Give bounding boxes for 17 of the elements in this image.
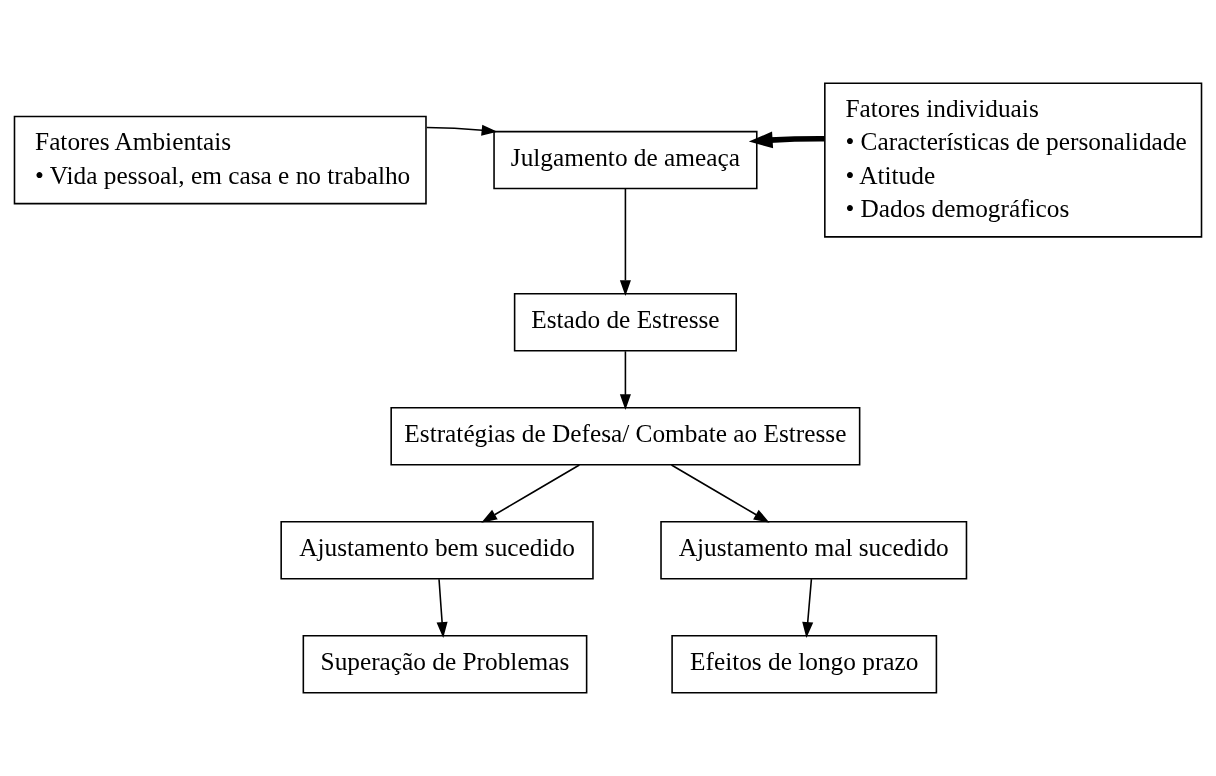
node-box: Estratégias de Defesa/ Combate ao Estresse bbox=[390, 407, 861, 466]
node-box: Ajustamento bem sucedido bbox=[280, 520, 594, 580]
arrow bbox=[436, 578, 448, 638]
node-box: Julgamento de ameaça bbox=[493, 130, 758, 190]
arrow bbox=[670, 464, 770, 523]
arrow bbox=[802, 578, 814, 638]
arrow bbox=[426, 124, 498, 136]
node-box: Superação de Problemas bbox=[302, 634, 588, 694]
arrow bbox=[481, 464, 581, 523]
arrow bbox=[748, 131, 825, 149]
arrow bbox=[619, 187, 631, 296]
node-box: Fatores Ambientais • Vida pessoal, em casa e no trabalho bbox=[13, 115, 427, 205]
node-box: Ajustamento mal sucedido bbox=[660, 520, 968, 580]
node-box: Estado de Estresse bbox=[513, 293, 737, 352]
node-box: Fatores individuais • Características de personalidade • Atitude • Dados demográficos bbox=[824, 82, 1203, 238]
node-box: Efeitos de longo prazo bbox=[671, 634, 938, 694]
arrow bbox=[619, 350, 631, 411]
